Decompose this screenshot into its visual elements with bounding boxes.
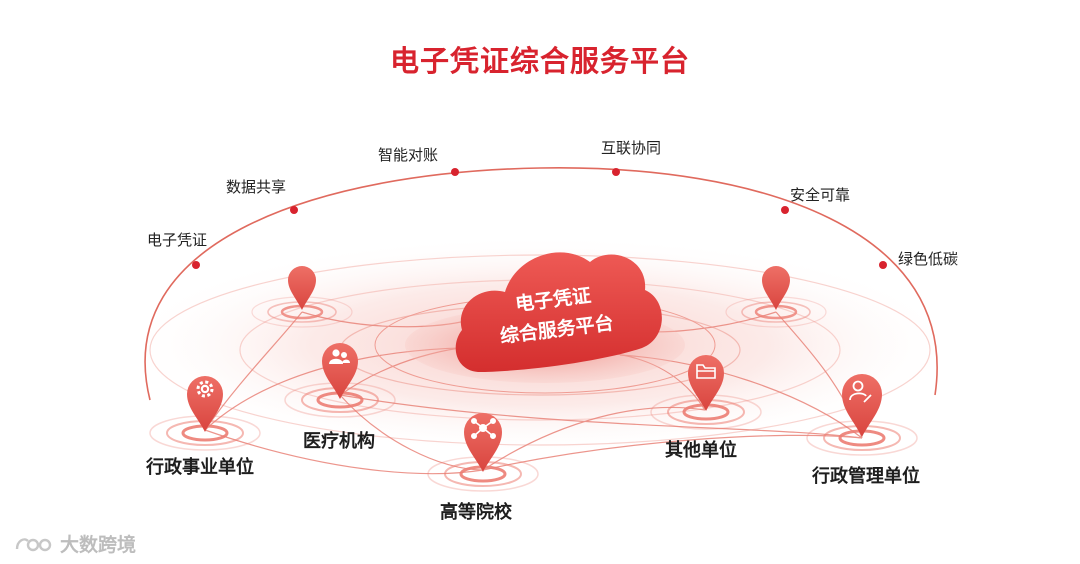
node-label-university: 高等院校 (440, 502, 512, 523)
gear-icon (196, 380, 214, 398)
arc-dot (781, 206, 789, 214)
background-ring (149, 254, 931, 446)
node-label-other-units: 其他单位 (665, 440, 737, 461)
watermark-logo-icon (15, 537, 52, 551)
pin-marker (762, 266, 790, 310)
page-title: 电子凭证综合服务平台 (389, 44, 690, 78)
feature-label: 互联协同 (601, 139, 662, 157)
arc-dot (192, 261, 200, 269)
pin-marker (288, 266, 316, 310)
arc-dot (290, 206, 298, 214)
user-edit-icon (849, 380, 872, 403)
cloud-icon (455, 252, 662, 372)
watermark-text: 大数跨境 (60, 534, 137, 556)
watermark: 大数跨境 (14, 530, 136, 557)
arc-dot (879, 261, 887, 269)
outer-arc (144, 167, 938, 401)
pin-administrative-institution (187, 376, 223, 432)
pin-administrative-management-unit (842, 374, 882, 437)
feature-label: 电子凭证 (147, 231, 208, 249)
arc-dot (612, 168, 620, 176)
node-label-administrative-management-unit: 行政管理单位 (812, 466, 920, 487)
feature-label: 数据共享 (226, 178, 287, 196)
node-label-administrative-institution: 行政事业单位 (146, 457, 254, 478)
feature-label: 安全可靠 (790, 186, 851, 204)
node-label-medical-institution: 医疗机构 (303, 431, 375, 452)
pin-medical-institution (322, 343, 358, 399)
users-icon (329, 349, 350, 364)
feature-label: 绿色低碳 (898, 250, 959, 268)
arc-dot (451, 168, 459, 176)
pin-other-units (688, 355, 724, 411)
feature-label: 智能对账 (378, 146, 439, 164)
folder-icon (696, 364, 716, 379)
network-icon (470, 417, 496, 439)
pin-university (464, 413, 502, 472)
